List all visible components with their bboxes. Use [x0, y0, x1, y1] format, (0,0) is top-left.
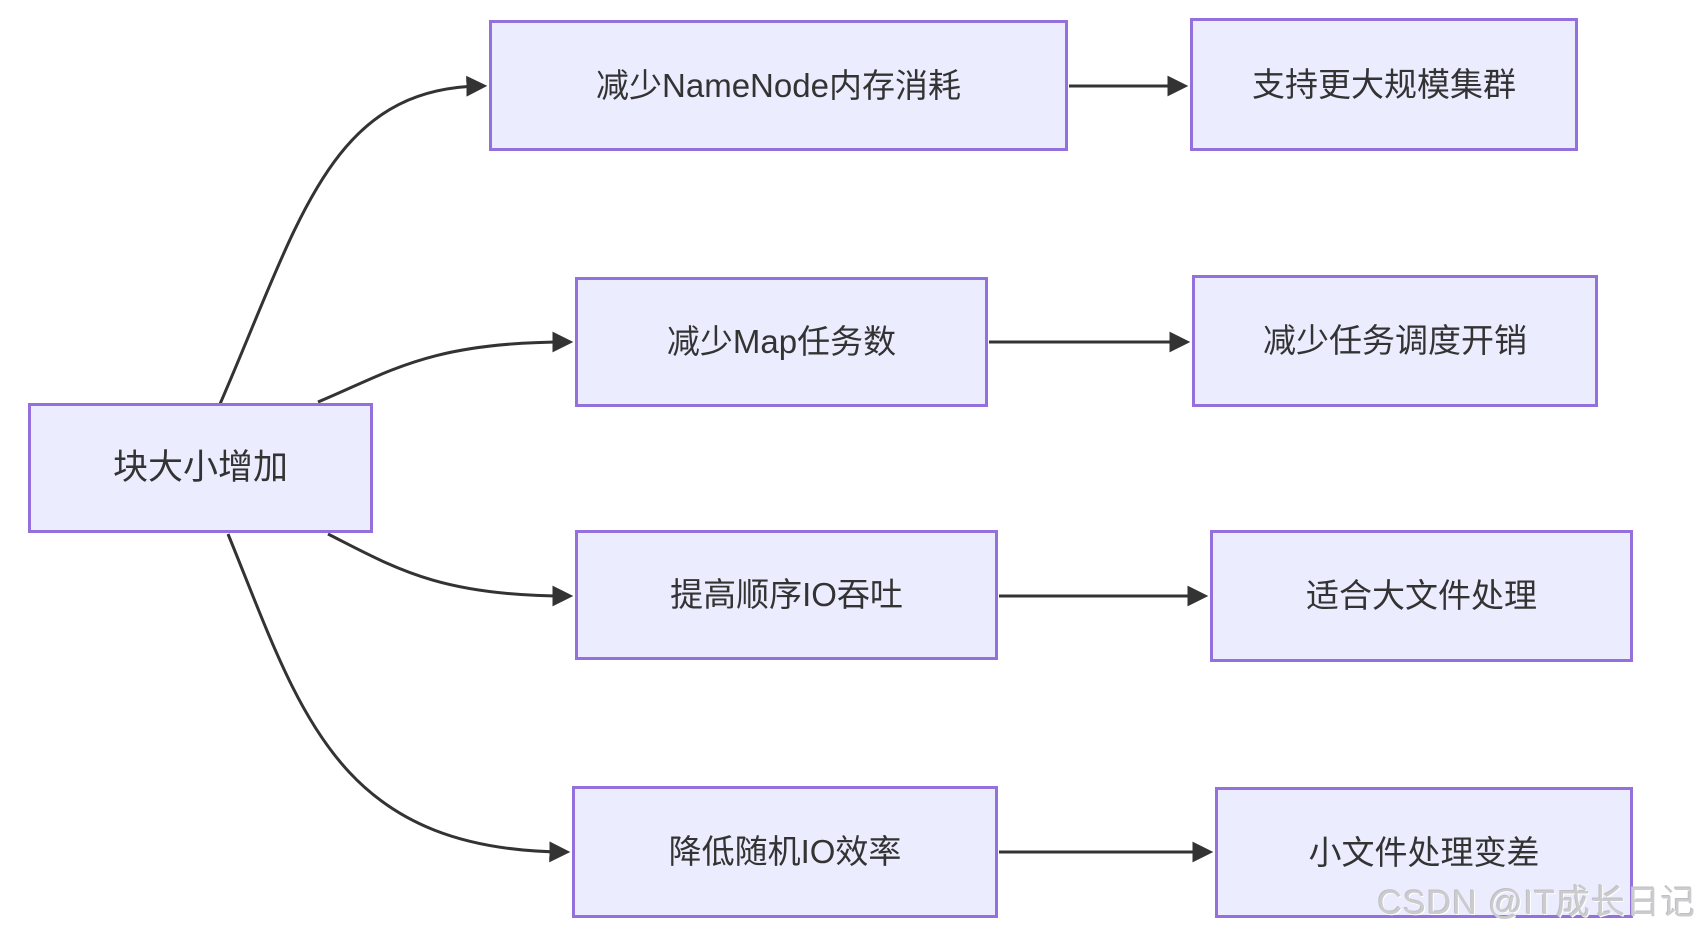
node-reduce-map-tasks: 减少Map任务数	[575, 277, 988, 407]
edge-root-to-m1	[218, 75, 488, 405]
node-support-larger-cluster: 支持更大规模集群	[1190, 18, 1578, 151]
edge-root-to-m4	[226, 533, 571, 863]
node-reduce-scheduling-overhead: 减少任务调度开销	[1192, 275, 1598, 407]
edge-root-to-m2	[317, 331, 574, 404]
node-lower-random-io-efficiency: 降低随机IO效率	[572, 786, 998, 918]
edge-root-to-m3	[327, 532, 574, 607]
node-improve-sequential-io: 提高顺序IO吞吐	[575, 530, 998, 660]
node-good-for-large-files: 适合大文件处理	[1210, 530, 1633, 662]
node-reduce-namenode-memory: 减少NameNode内存消耗	[489, 20, 1068, 151]
node-small-files-worse: 小文件处理变差	[1215, 787, 1633, 918]
node-block-size-increase: 块大小增加	[28, 403, 373, 533]
